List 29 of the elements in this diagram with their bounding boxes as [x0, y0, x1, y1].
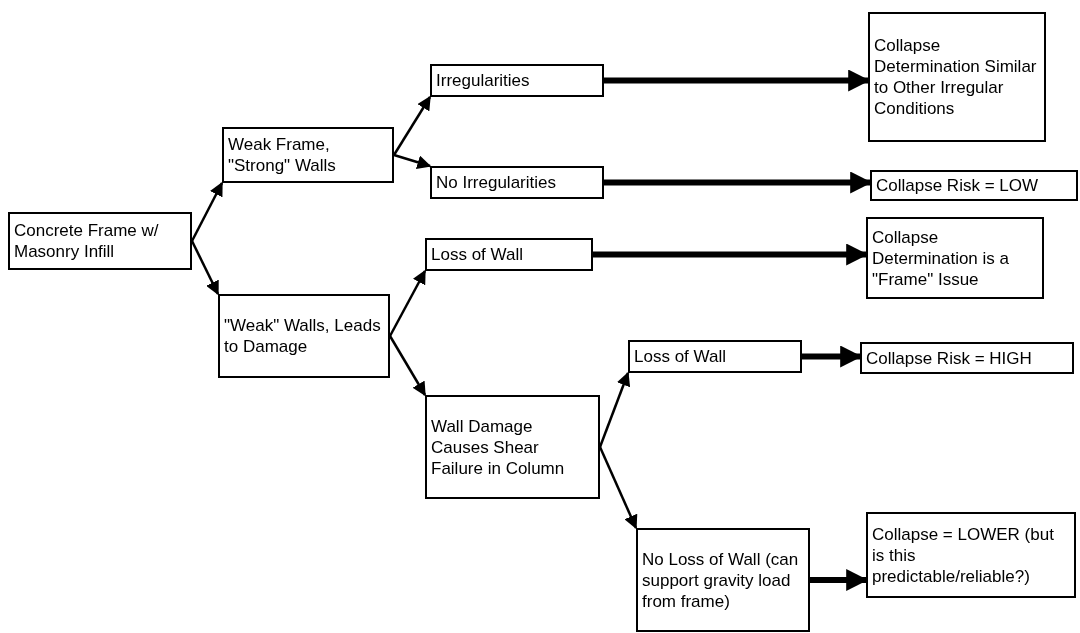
process-box: [425, 238, 593, 271]
process-box: [870, 170, 1078, 201]
arrow: [393, 153, 432, 169]
box-text: No Loss of Wall (can support gravity load from frame): [642, 548, 800, 612]
box-text: Loss of Wall: [431, 244, 524, 265]
process-box: [860, 342, 1074, 374]
box-text: Weak Frame, "Strong" Walls: [228, 134, 337, 176]
process-box: [430, 166, 604, 199]
box-text: Collapse Risk = HIGH: [866, 347, 1033, 369]
process-box: [218, 294, 390, 378]
box-text: Wall Damage Causes Shear Failure in Column: [431, 415, 566, 479]
box-text: Collapse = LOWER (but is this predictable/reliable?): [872, 523, 1055, 587]
box-text: "Weak" Walls, Leads to Damage: [224, 315, 382, 357]
process-box: [628, 340, 802, 373]
process-box: [430, 64, 604, 97]
process-box: [222, 127, 394, 183]
box-text: Irregularities: [436, 70, 531, 91]
box-text: Loss of Wall: [634, 346, 727, 367]
box-text: No Irregularities: [436, 172, 557, 193]
box-text: Collapse Determination is a "Frame" Issue: [872, 226, 1010, 290]
box-text: Collapse Risk = LOW: [876, 175, 1040, 196]
process-box: [636, 528, 810, 632]
process-box: [866, 217, 1044, 299]
box-text: Concrete Frame w/ Masonry Infill: [14, 220, 160, 262]
process-box: [866, 512, 1076, 598]
box-text: Collapse Determination Similar to Other Irregular Conditions: [874, 35, 1038, 119]
process-box: [425, 395, 600, 499]
process-box: [8, 212, 192, 270]
process-box: [868, 12, 1046, 142]
